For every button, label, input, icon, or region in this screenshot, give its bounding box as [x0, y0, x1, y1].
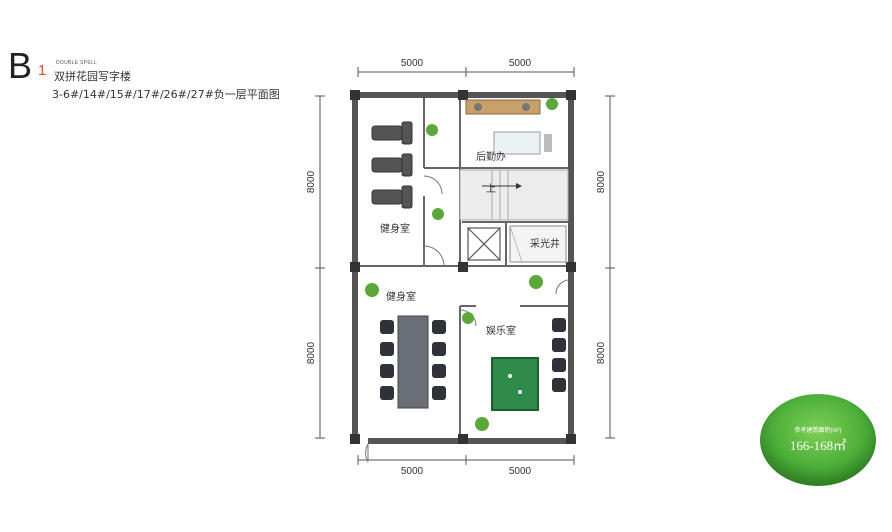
- area-label: 参考建筑面积(m²): [794, 428, 842, 434]
- title-chinese: 双拼花园写字楼: [54, 70, 131, 83]
- dimension-bottom: [357, 455, 575, 465]
- office-furniture: [465, 99, 552, 155]
- logistics-label: 后勤办: [476, 150, 506, 163]
- dim-right-1: 8000: [596, 170, 607, 193]
- dimension-right: [605, 95, 615, 439]
- elevator: [467, 227, 501, 261]
- light-well-area: [509, 225, 567, 263]
- billiard-table: [491, 357, 539, 411]
- gym-lower-label: 健身室: [386, 290, 416, 303]
- dim-top-1: 5000: [401, 58, 424, 69]
- dim-left-2: 8000: [306, 341, 317, 364]
- stair-up-label: 上: [486, 183, 496, 195]
- plant-icons: [365, 98, 558, 431]
- dim-top-2: 5000: [509, 58, 532, 69]
- sofa-chairs: [552, 318, 566, 392]
- dim-right-2: 8000: [596, 341, 607, 364]
- area-badge: [760, 394, 876, 486]
- gym-upper-label: 健身室: [380, 222, 410, 235]
- dim-bottom-2: 5000: [509, 466, 532, 477]
- dimension-left: [315, 95, 325, 439]
- doors: [365, 175, 569, 463]
- entertainment-label: 娱乐室: [486, 324, 516, 337]
- table-with-chairs: [380, 315, 446, 409]
- title-letter: B: [8, 45, 33, 86]
- stair: [459, 169, 569, 221]
- light-well-label: 采光井: [530, 237, 560, 250]
- title-number: 1: [38, 62, 47, 79]
- plan-subtitle: 3-6#/14#/15#/17#/26#/27#负一层平面图: [52, 88, 280, 101]
- title-english: DOUBLE SPELL: [56, 60, 98, 66]
- structural-columns: [350, 90, 576, 444]
- dimension-top: [357, 67, 575, 77]
- dim-bottom-1: 5000: [401, 466, 424, 477]
- treadmill-equipment: [371, 121, 413, 209]
- dim-left-1: 8000: [306, 170, 317, 193]
- area-value: 166-168㎡: [789, 438, 847, 453]
